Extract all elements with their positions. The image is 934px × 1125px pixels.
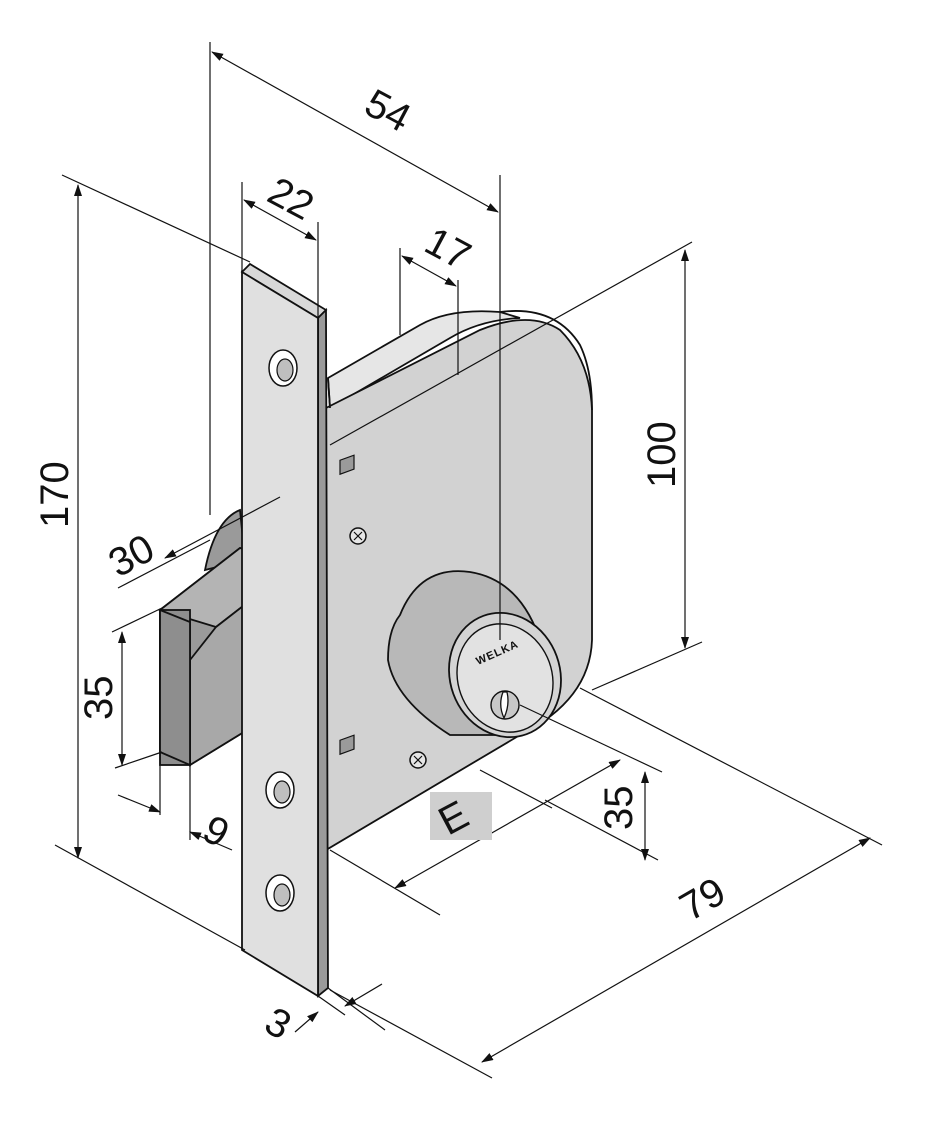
faceplate-hole-bottom-icon bbox=[265, 874, 295, 912]
faceplate-hole-top-icon bbox=[268, 349, 298, 387]
dim-label-35-backset: 35 bbox=[597, 786, 641, 831]
dim-label-35-bolt: 35 bbox=[77, 676, 121, 721]
dim-label-54: 54 bbox=[358, 81, 418, 141]
slot-lower bbox=[339, 734, 355, 756]
dim-label-79: 79 bbox=[673, 869, 734, 929]
cylinder: WELKA bbox=[387, 570, 562, 739]
screw-upper-icon bbox=[349, 527, 367, 545]
dim-label-100: 100 bbox=[640, 421, 684, 488]
dim-label-170: 170 bbox=[33, 461, 77, 528]
dim-label-3: 3 bbox=[258, 999, 298, 1048]
faceplate bbox=[240, 262, 329, 998]
faceplate-hole-middle-icon bbox=[265, 771, 295, 809]
e-tag: E bbox=[430, 792, 492, 844]
slot-upper bbox=[339, 454, 355, 476]
dim-label-22: 22 bbox=[261, 169, 321, 229]
keyhole-icon bbox=[500, 691, 509, 720]
screw-lower-icon bbox=[409, 751, 427, 769]
dim-label-30: 30 bbox=[102, 526, 162, 586]
dimension-lines bbox=[54, 42, 883, 1079]
